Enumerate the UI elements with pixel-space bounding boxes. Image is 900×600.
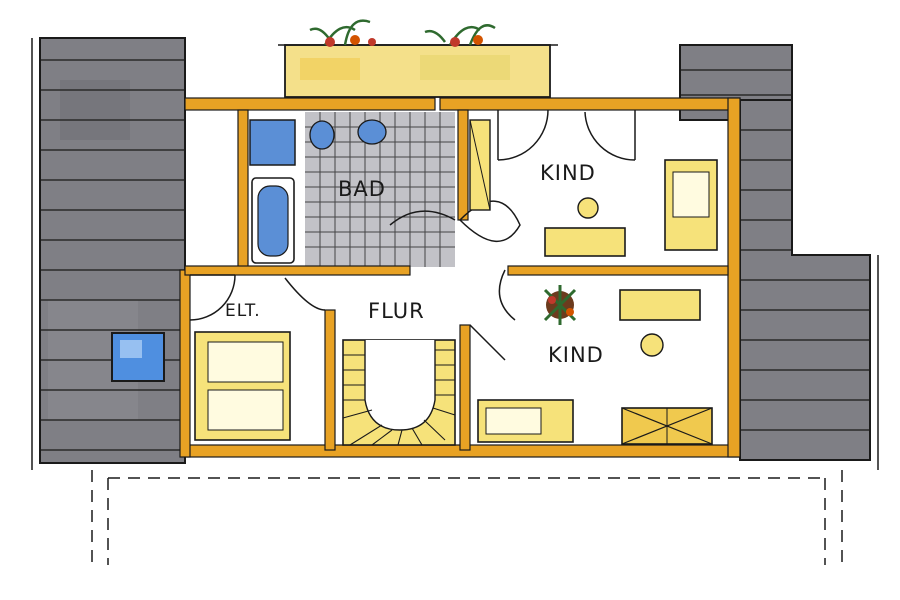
- room-label-kind-upper: KIND: [540, 161, 596, 185]
- planter-box: [278, 44, 558, 98]
- bed-kids-upper: [664, 159, 718, 251]
- chair-kids-upper: [577, 197, 599, 219]
- bathroom-cabinet: [469, 119, 491, 211]
- staircase: [342, 339, 456, 446]
- room-label-bad: BAD: [338, 177, 386, 201]
- terrace-outline: [91, 470, 843, 565]
- double-bed-elt: [194, 331, 291, 441]
- walls: [179, 97, 741, 458]
- storage-box-kids: [621, 407, 713, 445]
- toilet-icon: [309, 120, 335, 150]
- sink-icon: [357, 119, 387, 145]
- room-label-flur: FLUR: [368, 299, 425, 323]
- plant-icon-kids: [543, 285, 577, 325]
- roof-window-icon: [111, 332, 165, 382]
- bed-kids-lower: [477, 399, 574, 443]
- bathtub-icon: [251, 177, 295, 264]
- plant-icon: [309, 19, 376, 47]
- room-label-kind-lower: KIND: [548, 343, 604, 367]
- room-label-elt: ELT.: [225, 301, 261, 321]
- plant-icon: [424, 24, 496, 47]
- desk-kids-upper: [544, 227, 626, 257]
- roof-left: [31, 37, 186, 470]
- chair-kids-lower: [640, 333, 664, 357]
- shower-icon: [249, 119, 296, 166]
- desk-kids-lower: [619, 289, 701, 321]
- roof-right: [739, 99, 879, 470]
